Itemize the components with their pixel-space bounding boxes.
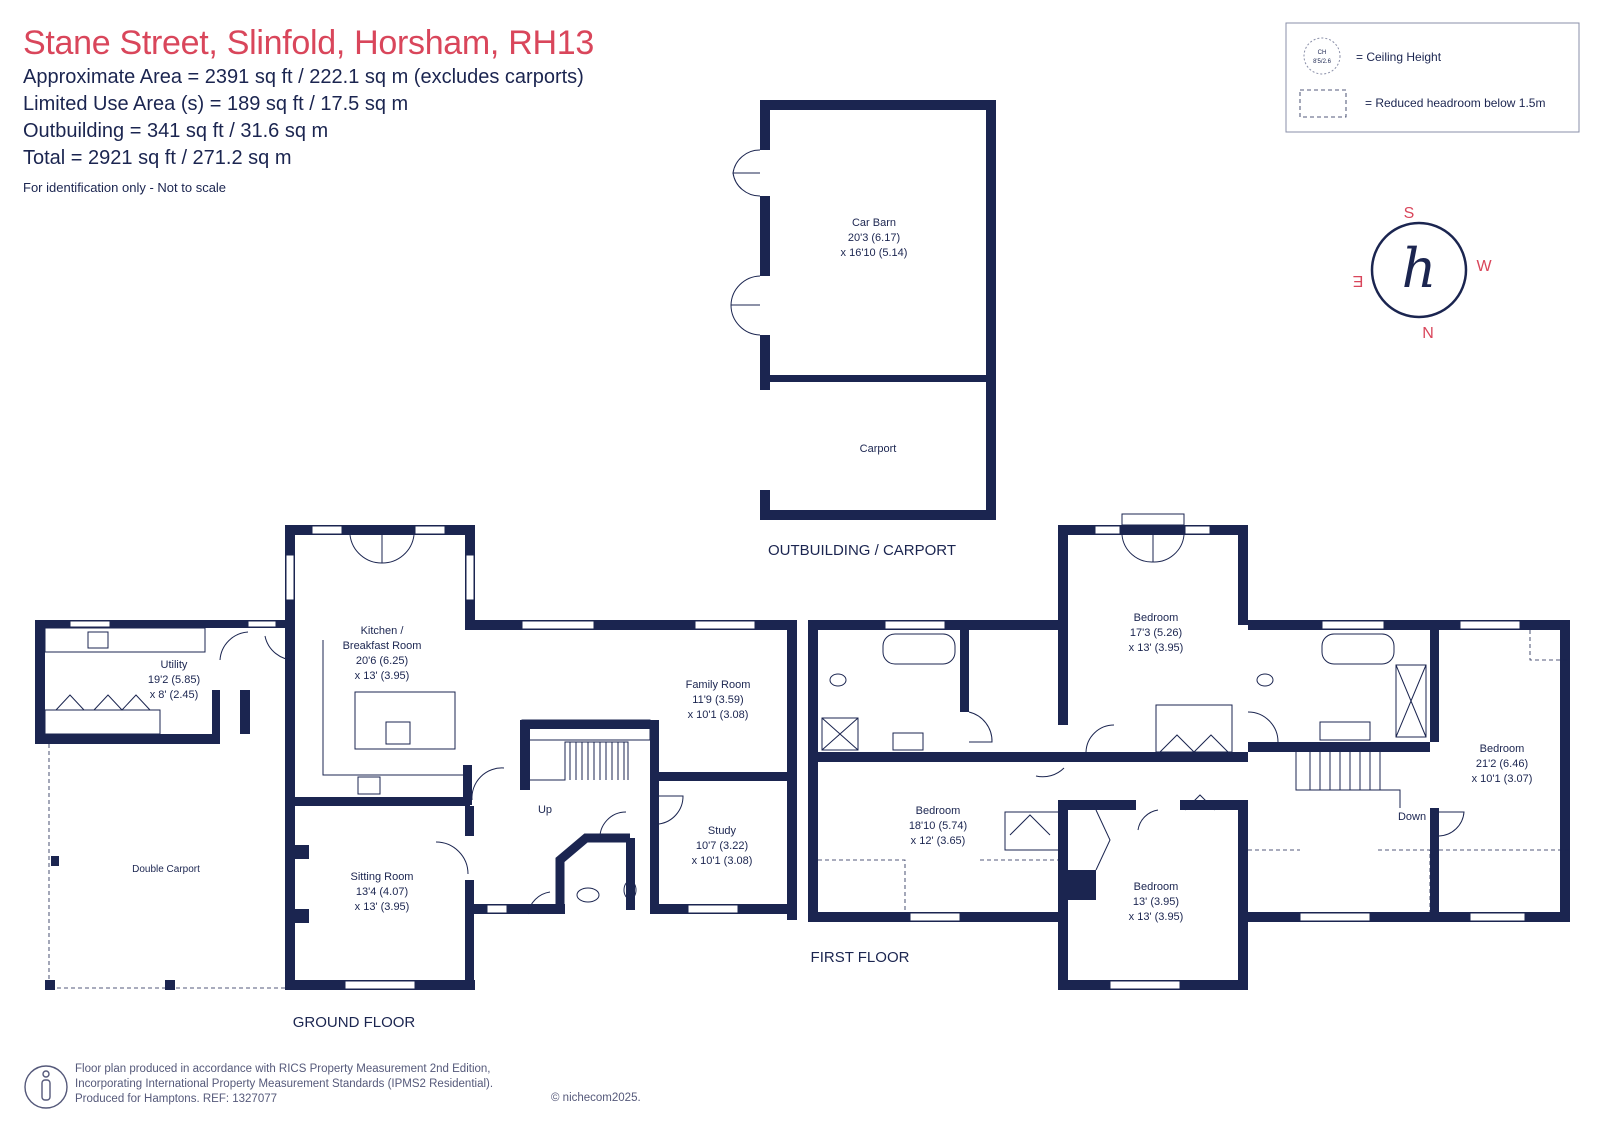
car-barn-dim-2: x 16'10 (5.14) [841, 247, 908, 259]
outbuilding: Car Barn 20'3 (6.17) x 16'10 (5.14) Carp… [730, 100, 996, 559]
total-area: Total = 2921 sq ft / 271.2 sq m [23, 147, 292, 169]
car-barn-dim-1: 20'3 (6.17) [848, 232, 900, 244]
bedroom-2-dim-1: 18'10 (5.74) [909, 820, 967, 832]
copyright: © nichecom2025. [551, 1092, 641, 1104]
bedroom-1-dim-2: x 13' (3.95) [1129, 642, 1184, 654]
bedroom-4-dim-2: x 10'1 (3.07) [1472, 773, 1533, 785]
approximate-area: Approximate Area = 2391 sq ft / 222.1 sq… [23, 66, 584, 88]
compass-n: N [1422, 325, 1434, 342]
footer-line-3: Produced for Hamptons. REF: 1327077 [75, 1093, 278, 1105]
bedroom-4-dim-1: 21'2 (6.46) [1476, 758, 1528, 770]
double-carport-label: Double Carport [132, 864, 200, 875]
ceiling-height-icon [1303, 37, 1341, 75]
first-floor-title: FIRST FLOOR [811, 949, 910, 966]
kitchen-label-2: Breakfast Room [343, 640, 422, 652]
utility-dim-1: 19'2 (5.85) [148, 674, 200, 686]
footer-line-1: Floor plan produced in accordance with R… [75, 1063, 491, 1075]
study-dim-2: x 10'1 (3.08) [692, 855, 753, 867]
brand-logo: h [1402, 237, 1437, 300]
kitchen-dim-1: 20'6 (6.25) [356, 655, 408, 667]
family-room-dim-2: x 10'1 (3.08) [688, 709, 749, 721]
outbuilding-area: Outbuilding = 341 sq ft / 31.6 sq m [23, 120, 329, 142]
sitting-room-label: Sitting Room [351, 871, 414, 883]
page-title: Stane Street, Slinfold, Horsham, RH13 [23, 24, 594, 62]
compass: S W N E h [1353, 205, 1493, 342]
kitchen-dim-2: x 13' (3.95) [355, 670, 410, 682]
bedroom-1-label: Bedroom [1134, 612, 1179, 624]
bedroom-2-dim-2: x 12' (3.65) [911, 835, 966, 847]
car-barn-label: Car Barn [852, 217, 896, 229]
compass-e: E [1353, 272, 1364, 289]
bedroom-1-dim-1: 17'3 (5.26) [1130, 627, 1182, 639]
rics-icon [24, 1065, 68, 1109]
compass-s: S [1404, 205, 1415, 222]
ceiling-symbol-top: CH [1318, 50, 1327, 56]
bedroom-3-dim-1: 13' (3.95) [1133, 896, 1179, 908]
utility-label: Utility [161, 659, 188, 671]
reduced-headroom-label: = Reduced headroom below 1.5m [1365, 96, 1545, 110]
limited-use-area: Limited Use Area (s) = 189 sq ft / 17.5 … [23, 93, 409, 115]
utility-dim-2: x 8' (2.45) [150, 689, 199, 701]
study-dim-1: 10'7 (3.22) [696, 840, 748, 852]
ground-floor-title: GROUND FLOOR [293, 1014, 416, 1031]
reduced-headroom-swatch [1299, 89, 1347, 118]
family-room-label: Family Room [686, 679, 751, 691]
compass-ring [1370, 221, 1468, 319]
sitting-room-dim-1: 13'4 (4.07) [356, 886, 408, 898]
footer-notes: Floor plan produced in accordance with R… [75, 1062, 493, 1107]
bedroom-4-label: Bedroom [1480, 743, 1525, 755]
up-label: Up [538, 804, 552, 816]
outbuilding-floor-title: OUTBUILDING / CARPORT [768, 542, 956, 559]
study-label: Study [708, 825, 737, 837]
first-floor: Bedroom 18'10 (5.74) x 12' (3.65) Bedroo… [808, 513, 1570, 990]
footer-line-2: Incorporating International Property Mea… [75, 1078, 494, 1090]
scale-note: For identification only - Not to scale [23, 180, 227, 195]
kitchen-label-1: Kitchen / [361, 625, 405, 637]
ground-floor: Utility 19'2 (5.85) x 8' (2.45) Double C… [35, 525, 797, 1031]
bedroom-2-label: Bedroom [916, 805, 961, 817]
bedroom-3-dim-2: x 13' (3.95) [1129, 911, 1184, 923]
legend: CH 8'5/2.6 = Ceiling Height = Reduced he… [1285, 22, 1580, 133]
carport-label: Carport [860, 443, 897, 455]
bedroom-3-label: Bedroom [1134, 881, 1179, 893]
family-room-dim-1: 11'9 (3.59) [692, 694, 743, 706]
down-label: Down [1398, 811, 1426, 823]
ceiling-symbol-bottom: 8'5/2.6 [1313, 59, 1331, 65]
sitting-room-dim-2: x 13' (3.95) [355, 901, 410, 913]
compass-w: W [1476, 258, 1492, 275]
ceiling-height-label: = Ceiling Height [1356, 50, 1442, 64]
